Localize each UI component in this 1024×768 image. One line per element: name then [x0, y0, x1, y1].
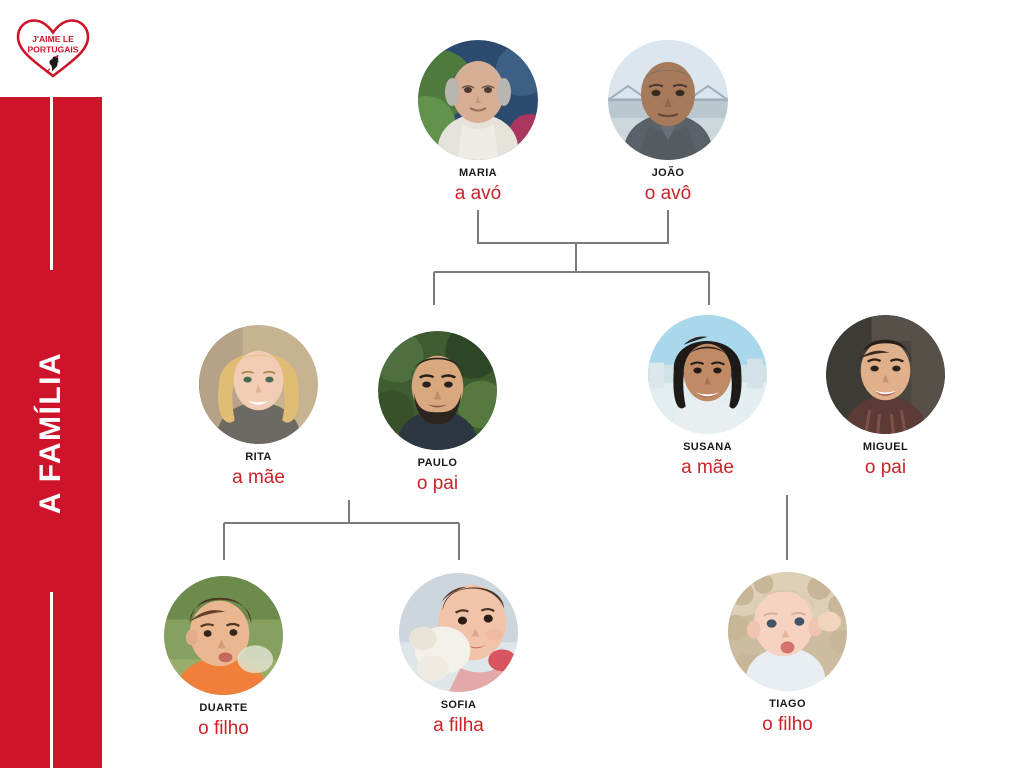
sidebar-rule-top — [50, 97, 53, 270]
person-name-sofia: SOFIA — [440, 699, 477, 711]
person-name-susana: SUSANA — [683, 441, 732, 453]
avatar-susana — [648, 315, 767, 434]
person-card-tiago[interactable]: TIAGO o filho — [728, 572, 847, 736]
person-card-joao[interactable]: JOÃO o avô — [608, 40, 728, 205]
connector-grandparents-bar — [477, 210, 669, 244]
avatar-miguel — [826, 315, 945, 434]
person-name-tiago: TIAGO — [769, 698, 806, 710]
person-card-paulo[interactable]: PAULO o pai — [378, 331, 497, 495]
person-name-miguel: MIGUEL — [862, 441, 909, 453]
person-role-sofia: a filha — [433, 715, 484, 736]
person-role-duarte: o filho — [198, 718, 249, 739]
rooster-icon — [46, 55, 60, 73]
avatar-duarte — [164, 576, 283, 695]
brand-logo: J'AIME LE PORTUGAIS — [12, 14, 94, 82]
person-role-tiago: o filho — [762, 714, 813, 735]
avatar-paulo — [378, 331, 497, 450]
person-role-miguel: o pai — [864, 457, 907, 478]
person-role-susana: a mãe — [681, 457, 734, 478]
avatar-sofia — [399, 573, 518, 692]
person-name-joao: JOÃO — [651, 167, 685, 179]
logo-line-2: PORTUGAIS — [27, 45, 78, 55]
person-name-paulo: PAULO — [417, 457, 458, 469]
avatar-tiago — [728, 572, 847, 691]
person-name-duarte: DUARTE — [199, 702, 248, 714]
sidebar-banner: A FAMÍLIA — [0, 97, 102, 768]
person-role-paulo: o pai — [416, 473, 459, 494]
person-card-sofia[interactable]: SOFIA a filha — [399, 573, 518, 737]
person-role-rita: a mãe — [232, 467, 285, 488]
person-role-maria: a avó — [454, 183, 502, 204]
person-role-joao: o avô — [644, 183, 692, 204]
avatar-rita — [199, 325, 318, 444]
logo-line-1: J'AIME LE — [32, 34, 74, 44]
sidebar-rule-bottom — [50, 592, 53, 768]
person-card-susana[interactable]: SUSANA a mãe — [648, 315, 767, 479]
person-card-maria[interactable]: MARIA a avó — [418, 40, 538, 205]
heart-logo-icon: J'AIME LE PORTUGAIS — [16, 19, 90, 78]
person-card-rita[interactable]: RITA a mãe — [199, 325, 318, 489]
person-card-miguel[interactable]: MIGUEL o pai — [826, 315, 945, 479]
person-name-maria: MARIA — [458, 167, 498, 179]
person-name-rita: RITA — [245, 451, 272, 463]
avatar-joao — [608, 40, 728, 160]
person-card-duarte[interactable]: DUARTE o filho — [164, 576, 283, 740]
avatar-maria — [418, 40, 538, 160]
